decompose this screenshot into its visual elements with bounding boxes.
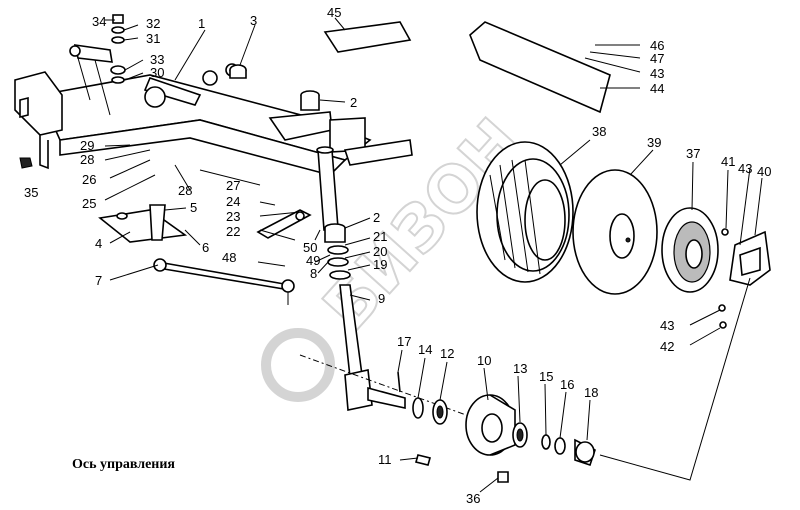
callout-50: 50 bbox=[303, 240, 317, 255]
support-4 bbox=[98, 204, 188, 243]
callout-39: 39 bbox=[647, 135, 661, 150]
callout-43-low: 43 bbox=[660, 318, 674, 333]
callout-17: 17 bbox=[397, 334, 411, 349]
callout-11: 11 bbox=[378, 452, 392, 467]
callout-3: 3 bbox=[250, 13, 257, 28]
bolt-41 bbox=[721, 228, 729, 236]
callout-labels: 34 32 31 33 30 1 3 45 2 46 47 43 44 29 2… bbox=[24, 5, 771, 506]
callout-19: 19 bbox=[373, 257, 387, 272]
callout-35: 35 bbox=[24, 185, 38, 200]
tube-39 bbox=[572, 169, 658, 295]
bolt-11 bbox=[415, 454, 431, 466]
callout-8: 8 bbox=[310, 266, 317, 281]
callout-2-low: 2 bbox=[373, 210, 380, 225]
callout-10: 10 bbox=[477, 353, 491, 368]
callout-37: 37 bbox=[686, 146, 700, 161]
callout-21: 21 bbox=[373, 229, 387, 244]
callout-42: 42 bbox=[660, 339, 674, 354]
callout-44: 44 bbox=[650, 81, 664, 96]
bracket-40 bbox=[729, 230, 771, 286]
mudguard-44 bbox=[469, 21, 611, 114]
cover-45 bbox=[323, 21, 412, 53]
bushing-3 bbox=[229, 64, 247, 79]
callout-2-top: 2 bbox=[350, 95, 357, 110]
nut-36 bbox=[497, 471, 509, 483]
callout-23: 23 bbox=[226, 209, 240, 224]
nut-stack bbox=[110, 14, 126, 84]
callout-20: 20 bbox=[373, 244, 387, 259]
callout-30: 30 bbox=[150, 65, 164, 80]
callout-1: 1 bbox=[198, 16, 205, 31]
callout-28-left: 28 bbox=[80, 152, 94, 167]
callout-46: 46 bbox=[650, 38, 664, 53]
callout-34: 34 bbox=[92, 14, 106, 29]
callout-5: 5 bbox=[190, 200, 197, 215]
washer-43 bbox=[718, 304, 726, 312]
hydraulic-cylinder bbox=[69, 44, 113, 116]
callout-49: 49 bbox=[306, 253, 320, 268]
callout-12: 12 bbox=[440, 346, 454, 361]
callout-47: 47 bbox=[650, 51, 664, 66]
callout-13: 13 bbox=[513, 361, 527, 376]
steering-arm bbox=[256, 209, 312, 239]
callout-40: 40 bbox=[757, 164, 771, 179]
callout-4: 4 bbox=[95, 236, 102, 251]
hub-assembly bbox=[397, 371, 596, 467]
callout-27: 27 bbox=[226, 178, 240, 193]
stub-axis-line bbox=[299, 354, 481, 421]
callout-31: 31 bbox=[146, 31, 160, 46]
callout-6: 6 bbox=[202, 240, 209, 255]
callout-22: 22 bbox=[226, 224, 240, 239]
bolt-48 bbox=[257, 261, 286, 267]
tire-38 bbox=[476, 141, 574, 283]
callout-14: 14 bbox=[418, 342, 432, 357]
diagram-caption: Ось управления bbox=[72, 457, 175, 472]
callout-7: 7 bbox=[95, 273, 102, 288]
callout-43-right: 43 bbox=[738, 161, 752, 176]
callout-15: 15 bbox=[539, 369, 553, 384]
nut-42 bbox=[719, 321, 727, 329]
callout-25: 25 bbox=[82, 196, 96, 211]
callout-24: 24 bbox=[226, 194, 240, 209]
callout-9: 9 bbox=[378, 291, 385, 306]
callout-26: 26 bbox=[82, 172, 96, 187]
callout-29: 29 bbox=[80, 138, 94, 153]
callout-48: 48 bbox=[222, 250, 236, 265]
callout-41: 41 bbox=[721, 154, 735, 169]
bolt-35 bbox=[19, 157, 33, 169]
leader-lines bbox=[104, 17, 763, 493]
callout-33: 33 bbox=[150, 52, 164, 67]
callout-43-top: 43 bbox=[650, 66, 664, 81]
callout-45: 45 bbox=[327, 5, 341, 20]
callout-38: 38 bbox=[592, 124, 606, 139]
rim-37 bbox=[661, 207, 719, 293]
callout-16: 16 bbox=[560, 377, 574, 392]
watermark-logo-icon bbox=[261, 328, 335, 402]
tie-rod bbox=[153, 258, 295, 305]
callout-36: 36 bbox=[466, 491, 480, 506]
callout-32: 32 bbox=[146, 16, 160, 31]
bushing-2-top bbox=[300, 90, 320, 111]
callout-28-mid: 28 bbox=[178, 183, 192, 198]
axle-frame bbox=[14, 63, 413, 176]
stub-axle bbox=[339, 284, 406, 411]
callout-18: 18 bbox=[584, 385, 598, 400]
